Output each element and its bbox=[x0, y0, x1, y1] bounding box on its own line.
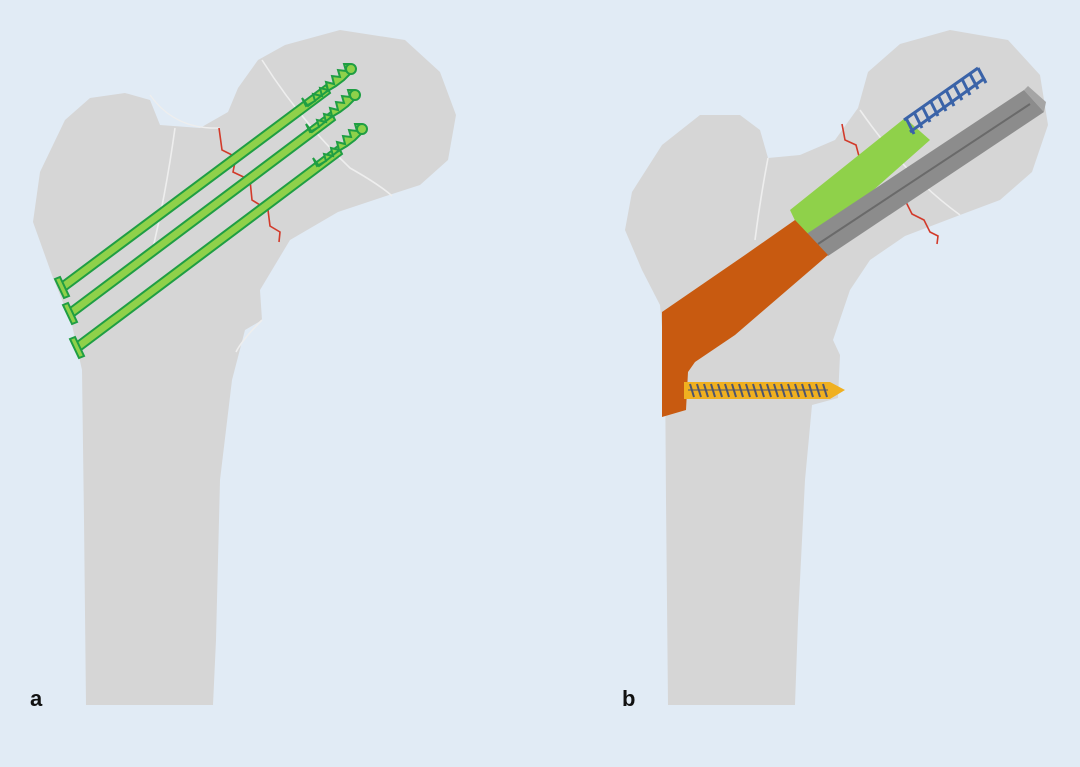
bone-contour-a bbox=[149, 94, 221, 129]
panel-b bbox=[625, 30, 1048, 705]
cannulated-screw bbox=[68, 123, 368, 360]
femur-bone-b bbox=[625, 30, 1048, 705]
fracture-line-b bbox=[904, 199, 939, 245]
screw-thread-a bbox=[305, 89, 358, 134]
fracture-line-b bbox=[841, 123, 861, 161]
dhs-side-plate bbox=[662, 220, 828, 417]
screw-thread-a bbox=[301, 63, 354, 108]
dhs-lag-screw-thread bbox=[903, 66, 988, 135]
dhs-barrel bbox=[790, 118, 930, 248]
fracture-line-a bbox=[218, 127, 281, 243]
cannulated-screw bbox=[61, 89, 361, 326]
screw-thread-a bbox=[312, 123, 365, 168]
bone-contour-b bbox=[754, 157, 769, 241]
dynamic-hip-screw bbox=[662, 66, 1046, 417]
panel-label-a: a bbox=[30, 686, 43, 711]
panel-a bbox=[33, 30, 456, 705]
bone-contour-a bbox=[261, 59, 393, 197]
bone-contour-a bbox=[235, 319, 263, 353]
cortical-screw bbox=[684, 382, 845, 399]
femur-bone-a bbox=[33, 30, 456, 705]
cannulated-screw bbox=[53, 63, 357, 300]
panel-label-b: b bbox=[622, 686, 636, 711]
